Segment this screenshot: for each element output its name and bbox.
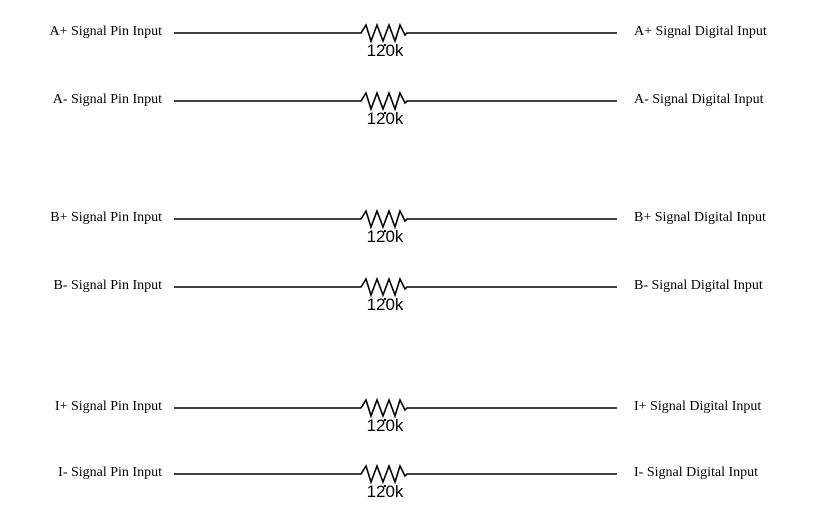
- resistor-value: 120k: [366, 416, 404, 435]
- resistor-circuit-1: [174, 90, 617, 114]
- pin-input-label: B- Signal Pin Input: [53, 278, 162, 293]
- resistor-wire: [174, 463, 617, 485]
- resistor-wire: [174, 90, 617, 112]
- digital-input-label: I+ Signal Digital Input: [634, 399, 762, 414]
- wiper-dot: [384, 485, 386, 487]
- digital-input-label: B- Signal Digital Input: [634, 278, 763, 293]
- resistor-circuit-3: [174, 276, 617, 300]
- resistor-wire: [174, 22, 617, 44]
- resistor-wire: [174, 397, 617, 419]
- resistor-value: 120k: [366, 295, 404, 314]
- pin-input-label: I+ Signal Pin Input: [54, 399, 162, 414]
- wiper-dot: [384, 112, 386, 114]
- digital-input-label: I- Signal Digital Input: [634, 465, 759, 480]
- resistor-value: 120k: [366, 109, 404, 128]
- resistor-circuit-5: [174, 463, 617, 487]
- digital-input-label: A- Signal Digital Input: [634, 92, 764, 107]
- resistor-circuit-2: [174, 208, 617, 232]
- resistor-circuit-0: [174, 22, 617, 46]
- wiper-dot: [384, 419, 386, 421]
- wiper-dot: [384, 230, 386, 232]
- pin-input-label: A+ Signal Pin Input: [49, 24, 162, 39]
- wiper-dot: [384, 298, 386, 300]
- pin-input-label: I- Signal Pin Input: [58, 465, 162, 480]
- wiper-dot: [384, 44, 386, 46]
- pin-input-label: A- Signal Pin Input: [52, 92, 162, 107]
- digital-input-label: A+ Signal Digital Input: [634, 24, 767, 39]
- resistor-wire: [174, 276, 617, 298]
- resistor-circuit-4: [174, 397, 617, 421]
- resistor-value: 120k: [366, 482, 404, 501]
- resistor-value: 120k: [366, 41, 404, 60]
- digital-input-label: B+ Signal Digital Input: [634, 210, 766, 225]
- resistor-value: 120k: [366, 227, 404, 246]
- resistor-wire: [174, 208, 617, 230]
- pin-input-label: B+ Signal Pin Input: [50, 210, 162, 225]
